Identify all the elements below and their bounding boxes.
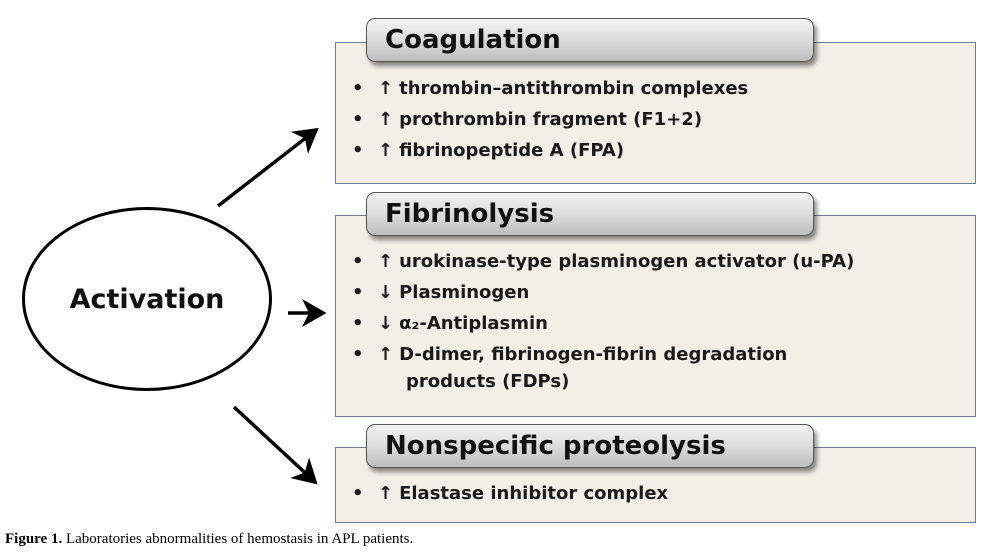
- list-item: •↑Elastase inhibitor complex: [352, 483, 669, 504]
- list-item: •↑D-dimer, fibrinogen-fibrin degradation: [352, 344, 788, 365]
- direction-icon: ↑: [378, 140, 394, 161]
- direction-icon: ↑: [378, 483, 394, 504]
- list-item: •↑fibrinopeptide A (FPA): [352, 140, 625, 161]
- list-item: •↑prothrombin fragment (F1+2): [352, 109, 703, 130]
- list-item-continuation: products (FDPs): [406, 371, 570, 392]
- direction-icon: ↓: [378, 313, 394, 334]
- coagulation-list: •↑thrombin–antithrombin complexes •↑prot…: [336, 43, 975, 166]
- fibrinolysis-panel: •↑urokinase-type plasminogen activator (…: [335, 215, 976, 417]
- activation-node: Activation: [22, 207, 272, 391]
- list-item: •↓Plasminogen: [352, 282, 530, 303]
- activation-label: Activation: [69, 283, 225, 315]
- proteolysis-list: •↑Elastase inhibitor complex: [336, 448, 975, 509]
- direction-icon: ↓: [378, 282, 394, 303]
- coagulation-header: Coagulation: [366, 18, 814, 62]
- fibrinolysis-header: Fibrinolysis: [366, 192, 814, 236]
- proteolysis-header: Nonspecific proteolysis: [366, 424, 814, 468]
- list-item: •↓α₂-Antiplasmin: [352, 313, 548, 334]
- fibrinolysis-list: •↑urokinase-type plasminogen activator (…: [336, 216, 975, 397]
- direction-icon: ↑: [378, 344, 394, 365]
- arrow-to-proteolysis: [232, 405, 318, 485]
- caption-text: Laboratories abnormalities of hemostasis…: [65, 531, 414, 547]
- direction-icon: ↑: [378, 109, 394, 130]
- list-item: •↑thrombin–antithrombin complexes: [352, 78, 749, 99]
- figure-caption: Figure 1. Laboratories abnormalities of …: [5, 531, 413, 548]
- arrow-to-coagulation: [216, 127, 319, 208]
- direction-icon: ↑: [378, 78, 394, 99]
- list-item: •↑urokinase-type plasminogen activator (…: [352, 251, 855, 272]
- direction-icon: ↑: [378, 251, 394, 272]
- coagulation-panel: •↑thrombin–antithrombin complexes •↑prot…: [335, 42, 976, 184]
- caption-label: Figure 1.: [5, 531, 63, 547]
